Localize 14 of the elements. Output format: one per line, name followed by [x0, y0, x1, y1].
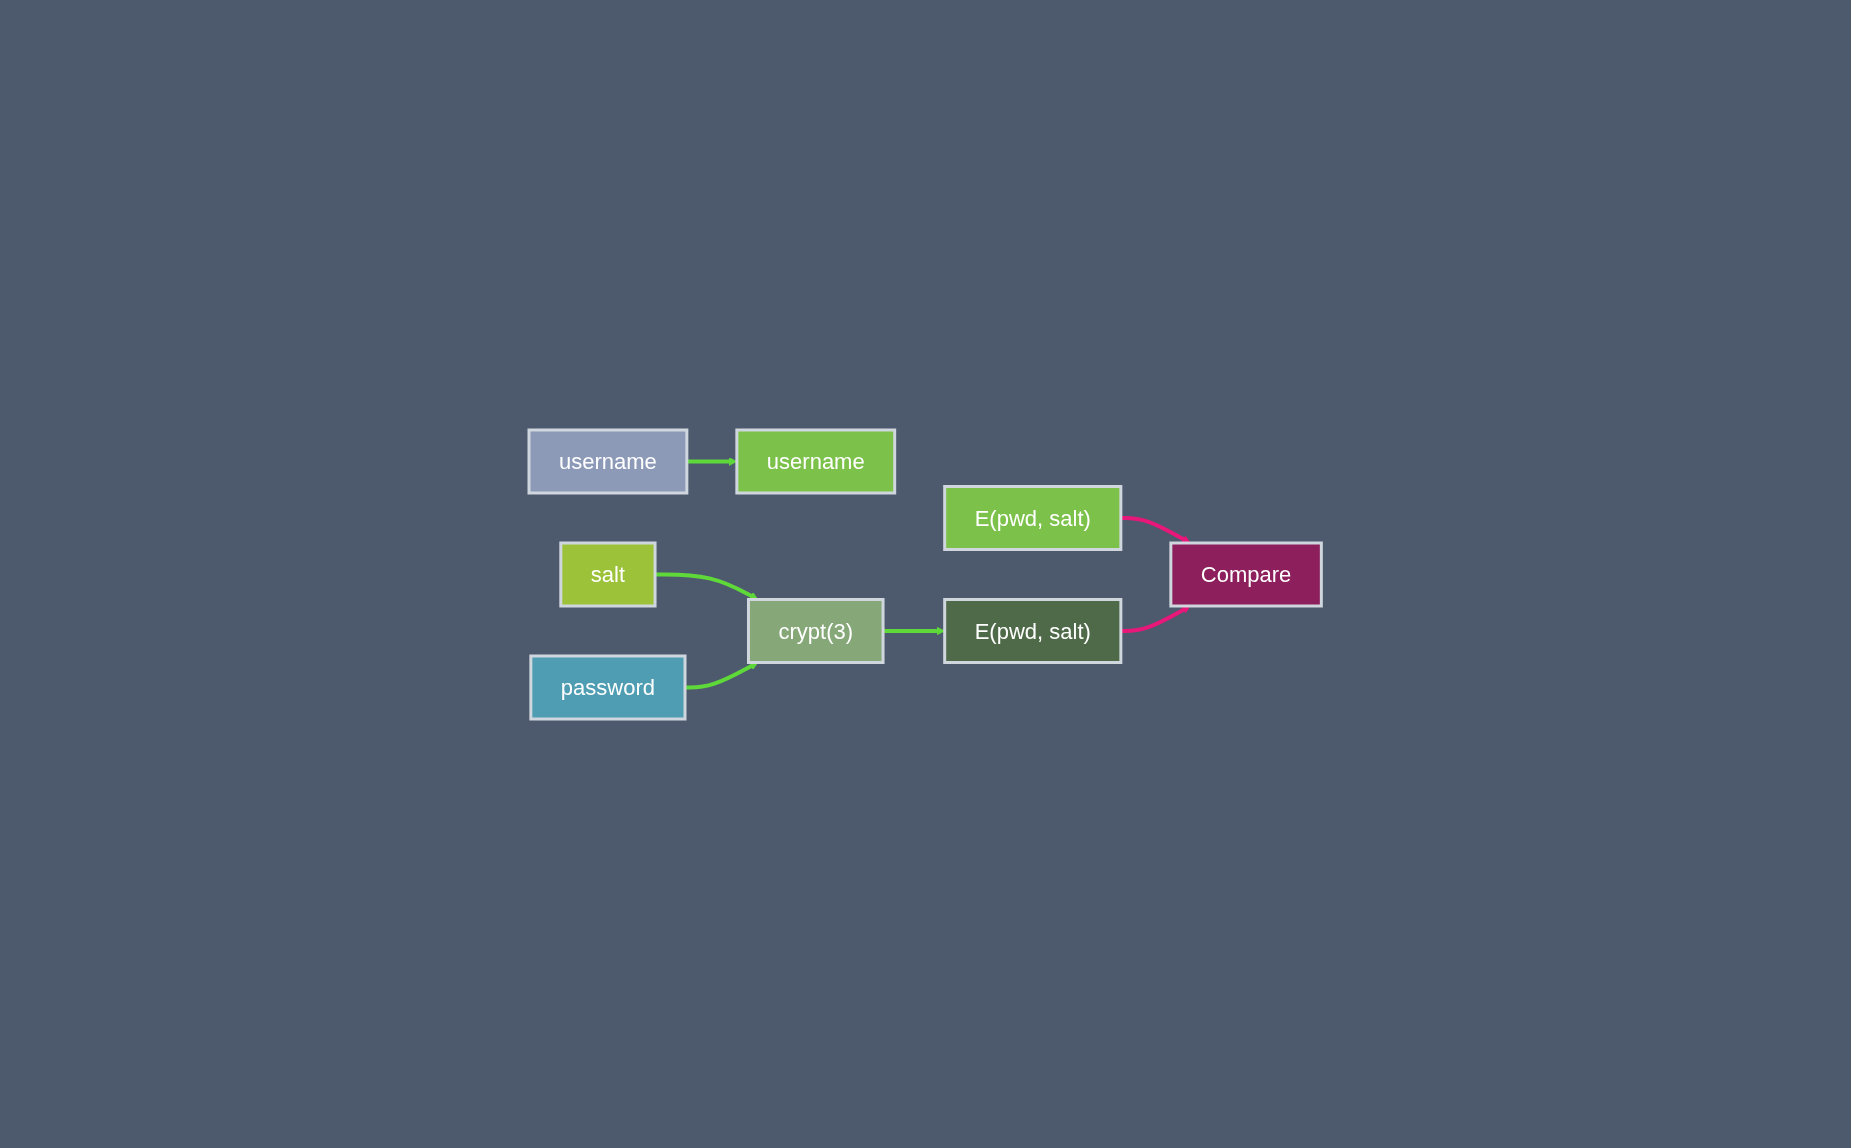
arrow — [1121, 515, 1191, 543]
arrow — [687, 456, 738, 466]
arrow — [1121, 605, 1191, 633]
node-box: crypt(3) — [747, 597, 885, 664]
node-box: E(pwd, salt) — [943, 597, 1123, 664]
node-box: username — [527, 428, 689, 494]
arrow — [655, 572, 759, 600]
node-box: E(pwd, salt) — [943, 484, 1123, 551]
node-box: salt — [559, 541, 657, 607]
arrow — [685, 661, 759, 689]
node-box: Compare — [1169, 541, 1324, 607]
node-box: username — [735, 428, 897, 494]
node-box: password — [529, 654, 687, 720]
arrow — [883, 626, 946, 635]
